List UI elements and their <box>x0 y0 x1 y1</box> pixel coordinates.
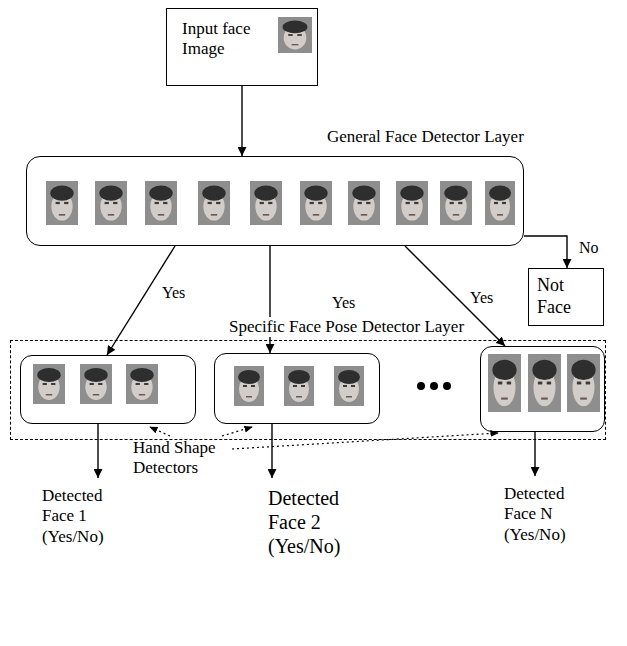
face-thumbnails <box>46 181 515 225</box>
arrow-connector <box>271 424 272 478</box>
node-text: Detected Face 1 (Yes/No) <box>42 486 130 547</box>
output-text: Detected Face N (Yes/No) <box>502 476 612 550</box>
input-box: Input face Image <box>166 8 318 86</box>
pose-faces <box>33 354 600 412</box>
pose-layer-region: Specific Face Pose Detector Layer <box>10 340 606 440</box>
ellipsis-dots <box>417 382 451 390</box>
result-box: Not Face <box>528 268 604 326</box>
general-detector-box: General Face Detector Layer <box>26 156 524 246</box>
pose-detector-box <box>480 346 605 432</box>
node-text: Not Face <box>537 275 589 318</box>
node-heading: Specific Face Pose Detector Layer <box>227 317 466 337</box>
pose-detector-box <box>214 353 380 424</box>
node-text: Input face Image <box>182 19 278 60</box>
edge-label: Yes <box>468 288 495 307</box>
edge-label: Yes <box>330 293 357 312</box>
node-heading: General Face Detector Layer <box>327 127 524 147</box>
edge-label: No <box>577 238 601 257</box>
arrow-connector <box>534 432 535 476</box>
arrow-connector <box>241 86 242 156</box>
callout-label: Hand Shape Detectors <box>133 438 233 479</box>
node-text: Detected Face 2 (Yes/No) <box>268 486 368 558</box>
pose-detector-box <box>20 355 196 424</box>
edge-label: Yes <box>160 283 187 302</box>
output-text: Detected Face 1 (Yes/No) <box>40 478 140 552</box>
arrow-connector <box>97 424 98 478</box>
output-text: Detected Face 2 (Yes/No) <box>264 478 376 562</box>
node-text: Detected Face N (Yes/No) <box>504 484 594 545</box>
face-photo <box>278 17 312 53</box>
arrow-connector <box>524 236 567 268</box>
